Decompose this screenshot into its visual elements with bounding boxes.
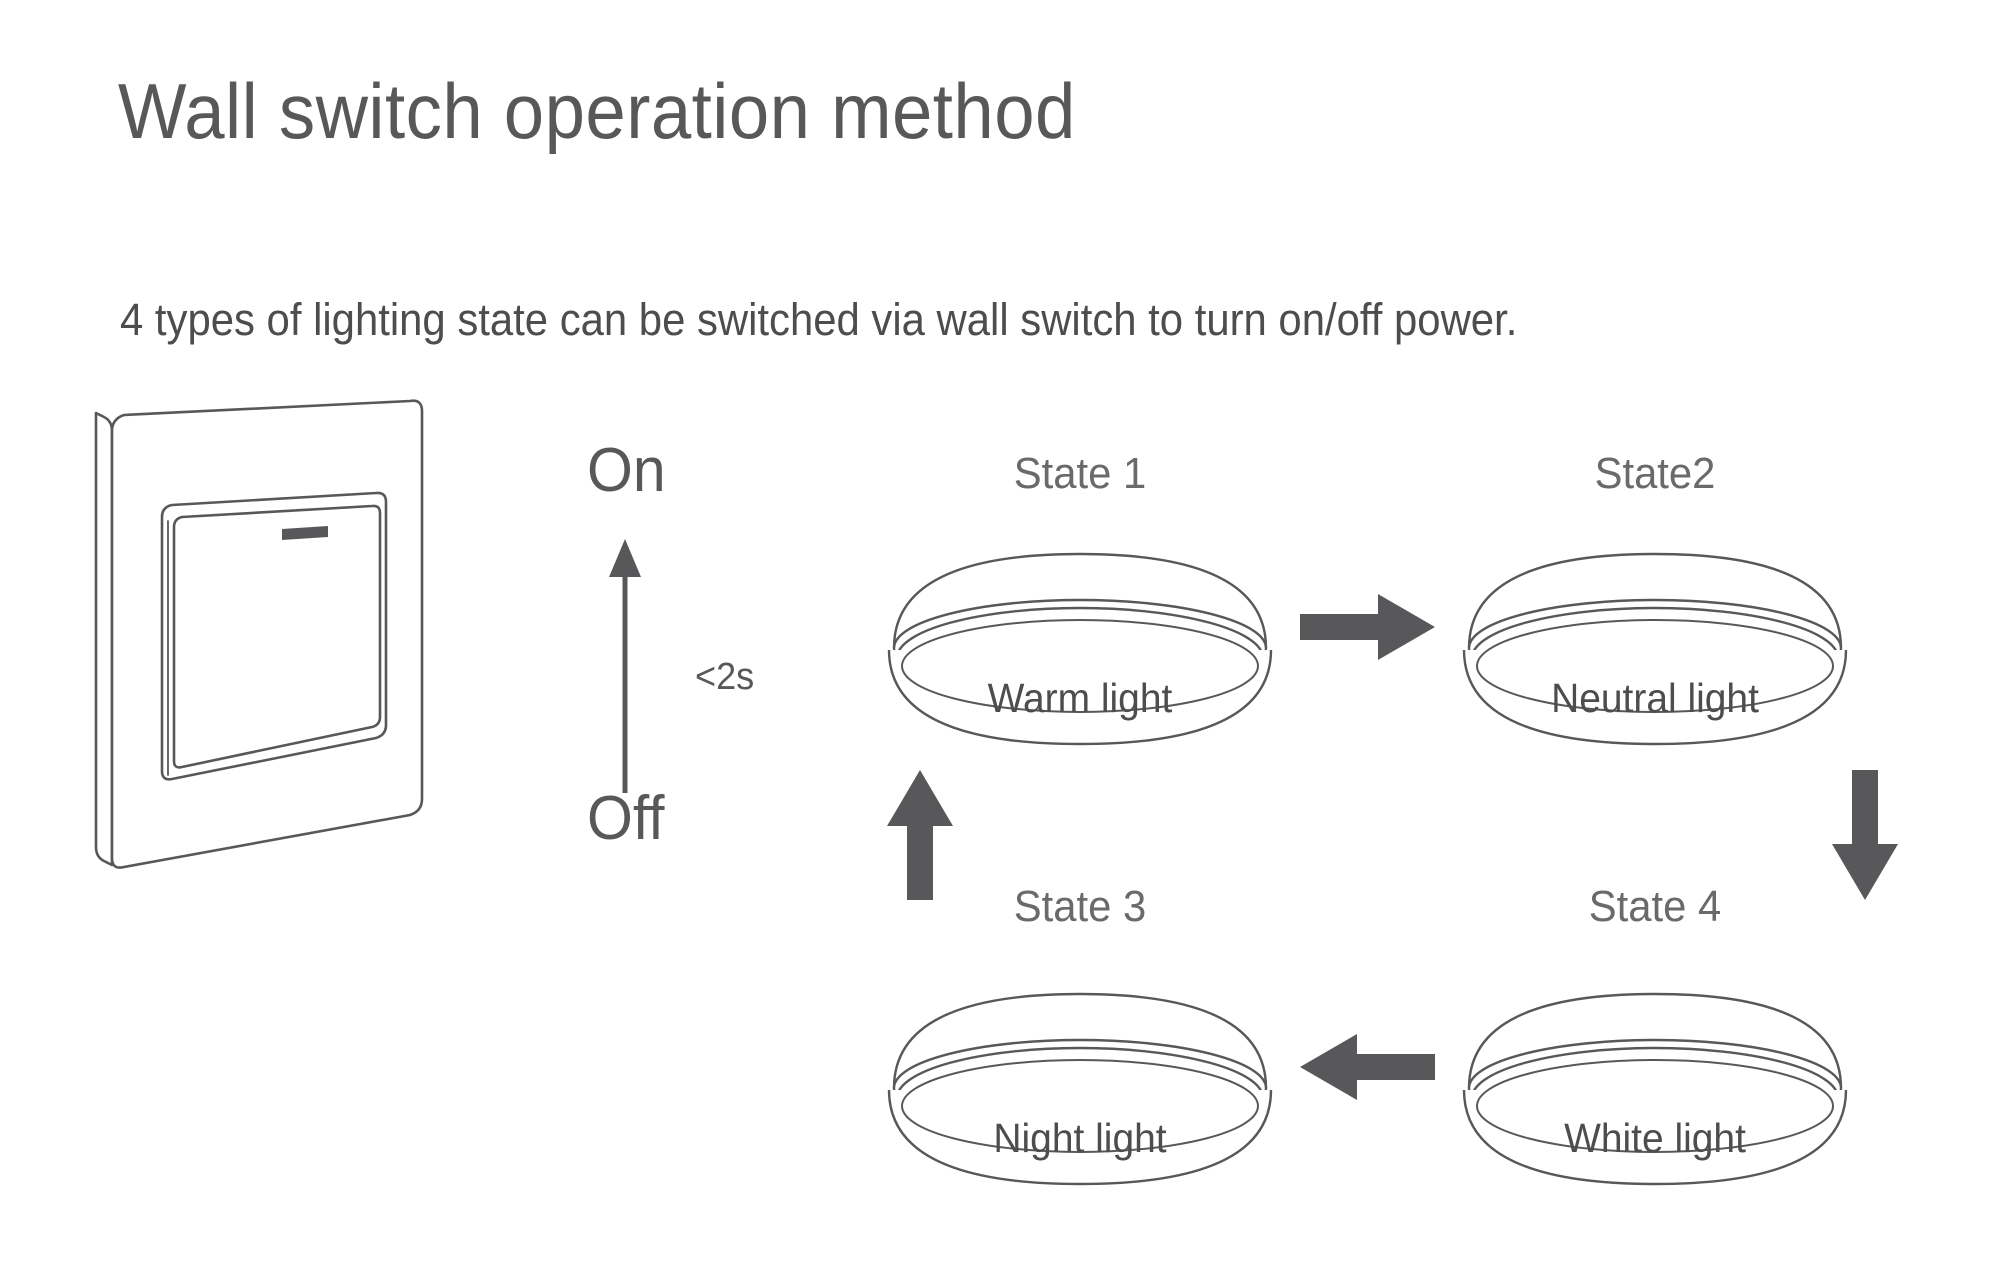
on-label: On (587, 436, 666, 505)
state-caption-2: State2 (1594, 449, 1716, 498)
switch-timing-group: On <2s Off (575, 440, 795, 890)
ceiling-lamp-icon-2: Neutral light (1455, 530, 1855, 760)
off-label: Off (587, 784, 665, 853)
page-subtitle: 4 types of lighting state can be switche… (120, 294, 1518, 345)
lamp-label-2: Neutral light (1551, 675, 1759, 721)
duration-label: <2s (695, 656, 755, 698)
ceiling-lamp-icon-4: White light (1455, 970, 1855, 1200)
lamp-label-1: Warm light (987, 675, 1173, 721)
arrow-down-icon (1830, 770, 1900, 900)
ceiling-lamp-icon-3: Night light (880, 970, 1280, 1200)
state-caption-4: State 4 (1588, 882, 1722, 931)
arrow-left-icon (1300, 1032, 1435, 1102)
state-caption-3: State 3 (1013, 882, 1147, 931)
lamp-label-4: White light (1564, 1115, 1746, 1161)
arrow-right-icon (1300, 592, 1435, 662)
switch-indicator-icon (282, 526, 328, 540)
ceiling-lamp-icon-1: Warm light (880, 530, 1280, 760)
thin-up-arrow-icon (595, 535, 655, 795)
lamp-label-3: Night light (993, 1115, 1167, 1161)
state-caption-1: State 1 (1013, 449, 1147, 498)
wall-switch-illustration (90, 395, 550, 895)
arrow-up-icon (885, 770, 955, 900)
page-title: Wall switch operation method (118, 67, 1076, 155)
